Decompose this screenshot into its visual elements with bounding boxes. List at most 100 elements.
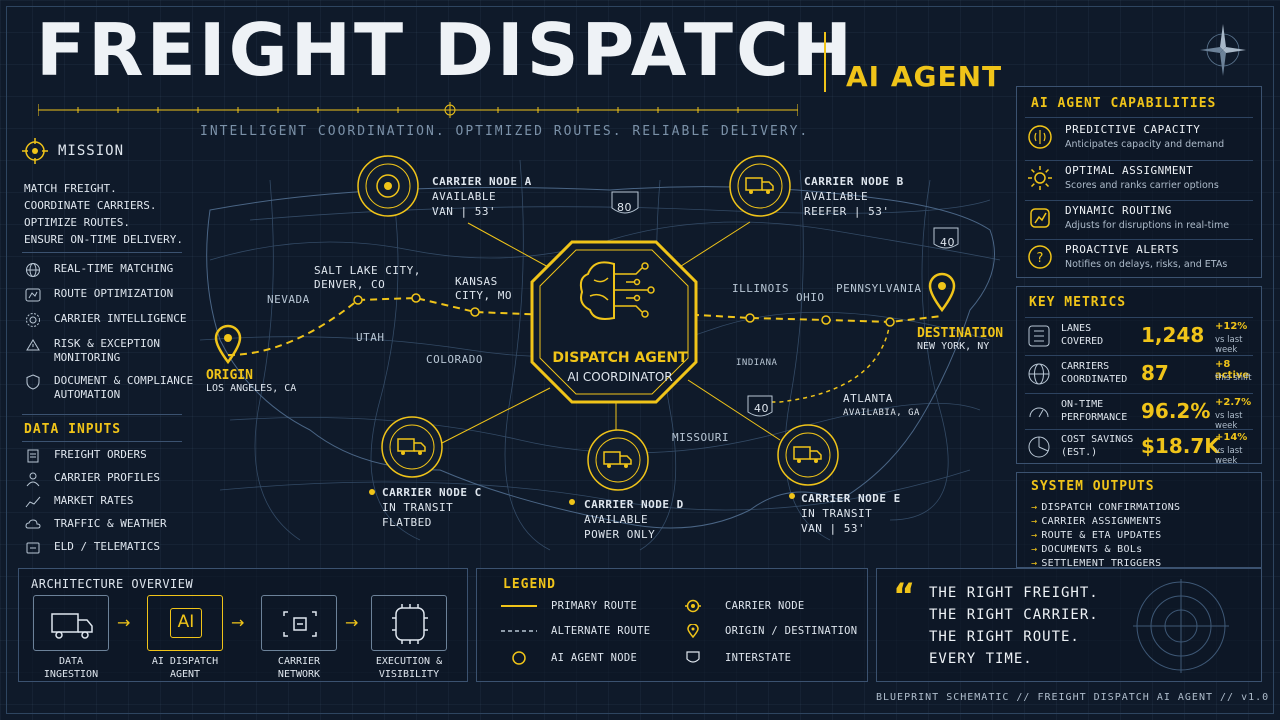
carrier-node-c-info[interactable]: CARRIER NODE C IN TRANSIT FLATBED — [382, 486, 482, 529]
data-input-item: FREIGHT ORDERS — [24, 448, 167, 464]
arrow-right-icon: → — [1031, 558, 1038, 569]
mission-divider — [22, 252, 182, 253]
state-label: UTAH — [356, 331, 385, 344]
pie-icon — [1028, 436, 1050, 458]
data-input-item: CARRIER PROFILES — [24, 471, 167, 487]
quote-line: EVERY TIME. — [929, 651, 1033, 667]
output-item: →ROUTE & ETA UPDATES — [1031, 530, 1162, 541]
tagline: INTELLIGENT COORDINATION. OPTIMIZED ROUT… — [200, 124, 810, 139]
arch-step-carrier-network[interactable] — [261, 595, 337, 651]
data-input-item: MARKET RATES — [24, 494, 167, 510]
route-icon — [25, 288, 41, 302]
capability-item: REAL-TIME MATCHING — [24, 262, 193, 278]
carrier-node-a-marker — [357, 155, 419, 217]
legend-item: ORIGIN / DESTINATION — [673, 624, 857, 638]
arch-step-execution[interactable] — [371, 595, 447, 651]
outer-frame — [6, 6, 1274, 714]
output-item: →SETTLEMENT TRIGGERS — [1031, 558, 1162, 569]
ai-capabilities-panel: AI AGENT CAPABILITIES PREDICTIVE CAPACIT… — [1016, 86, 1262, 278]
pin-icon — [687, 624, 699, 638]
brain-icon — [1028, 124, 1052, 149]
capability-item: CARRIER INTELLIGENCE — [24, 312, 193, 328]
state-label: INDIANA — [736, 358, 778, 368]
legend-item: ALTERNATE ROUTE — [499, 624, 650, 638]
capability-item: ROUTE OPTIMIZATION — [24, 287, 193, 303]
truck-icon — [51, 613, 93, 639]
interstate-80-label: 80 — [617, 201, 632, 214]
legend-item: AI AGENT NODE — [499, 651, 637, 665]
mission-line: OPTIMIZE ROUTES. — [24, 216, 130, 229]
us-route-map — [199, 155, 1001, 551]
system-outputs-panel: SYSTEM OUTPUTS →DISPATCH CONFIRMATIONS →… — [1016, 472, 1262, 571]
metric-value: 96.2% — [1141, 399, 1211, 423]
legend-panel: LEGEND PRIMARY ROUTE ALTERNATE ROUTE AI … — [476, 568, 868, 682]
data-inputs-heading: DATA INPUTS — [24, 422, 122, 437]
data-inputs-list: FREIGHT ORDERS CARRIER PROFILES MARKET R… — [24, 448, 167, 563]
metric-value: 87 — [1141, 361, 1169, 385]
data-input-item: TRAFFIC & WEATHER — [24, 517, 167, 533]
agent-subtitle: AI COORDINATOR — [567, 370, 673, 384]
carrier-node-e-info[interactable]: CARRIER NODE E IN TRANSIT VAN | 53' — [801, 492, 901, 535]
metric-value: 1,248 — [1141, 323, 1205, 347]
metric-row: COST SAVINGS(EST.) $18.7K +14% vs last w… — [1025, 430, 1255, 466]
state-label: PENNSYLVANIA — [836, 282, 922, 295]
carrier-node-d-info[interactable]: CARRIER NODE D AVAILABLE POWER ONLY — [584, 498, 684, 541]
agent-title: DISPATCH AGENT — [552, 350, 688, 366]
ai-capabilities-heading: AI AGENT CAPABILITIES — [1031, 96, 1217, 111]
quote-icon: “ — [893, 576, 916, 616]
carrier-node-b-info[interactable]: CARRIER NODE B AVAILABLE REEFER | 53' — [804, 175, 904, 218]
quote-line: THE RIGHT CARRIER. — [929, 607, 1099, 623]
eld-icon — [26, 542, 40, 554]
state-label: NEVADA — [267, 293, 310, 306]
city-label: SALT LAKE CITY,DENVER, CO — [314, 264, 421, 291]
interstate-40-label: 40 — [940, 236, 955, 249]
arrow-right-icon: → — [117, 613, 131, 632]
metric-delta: +8 active — [1215, 359, 1250, 381]
output-item: →CARRIER ASSIGNMENTS — [1031, 516, 1162, 527]
arch-step-data-ingestion[interactable] — [33, 595, 109, 651]
arrow-right-icon: → — [231, 613, 245, 632]
ai-agent-node-icon — [512, 651, 526, 665]
chip-icon — [392, 604, 428, 644]
arch-step-ai-dispatch[interactable]: AI — [147, 595, 223, 651]
carrier-node-a-info[interactable]: CARRIER NODE A AVAILABLE VAN | 53' — [432, 175, 532, 218]
legend-item: CARRIER NODE — [673, 599, 804, 613]
architecture-heading: ARCHITECTURE OVERVIEW — [31, 577, 194, 591]
alert-icon: ? — [1028, 244, 1052, 269]
globe-icon — [1028, 363, 1050, 385]
system-outputs-list: →DISPATCH CONFIRMATIONS →CARRIER ASSIGNM… — [1031, 501, 1180, 571]
interstate-shield-icon — [686, 651, 700, 663]
profiles-icon — [26, 472, 40, 487]
carrier-node-d-marker — [587, 429, 649, 491]
sun-icon — [1028, 165, 1052, 190]
destination-pin-icon — [928, 272, 956, 313]
mission-statement: MATCH FREIGHT. COORDINATE CARRIERS. OPTI… — [24, 180, 183, 248]
carrier-node-e-marker — [777, 424, 839, 486]
globe-icon — [26, 263, 40, 277]
state-label: OHIO — [796, 291, 825, 304]
inputs-head-divider — [22, 441, 182, 442]
mission-heading: MISSION — [58, 143, 125, 159]
network-icon — [283, 611, 317, 637]
compass-icon — [1200, 24, 1246, 76]
carrier-node-icon — [685, 599, 701, 613]
key-metrics-heading: KEY METRICS — [1029, 295, 1127, 310]
lanes-icon — [1028, 325, 1050, 347]
state-label: MISSOURI — [672, 431, 729, 444]
quote-line: THE RIGHT FREIGHT. — [929, 585, 1099, 601]
state-label: COLORADO — [426, 353, 483, 366]
routing-icon — [1030, 207, 1050, 228]
metric-value: $18.7K — [1141, 434, 1220, 458]
primary-route-swatch — [501, 605, 537, 607]
carrier-node-b-marker — [729, 155, 791, 217]
